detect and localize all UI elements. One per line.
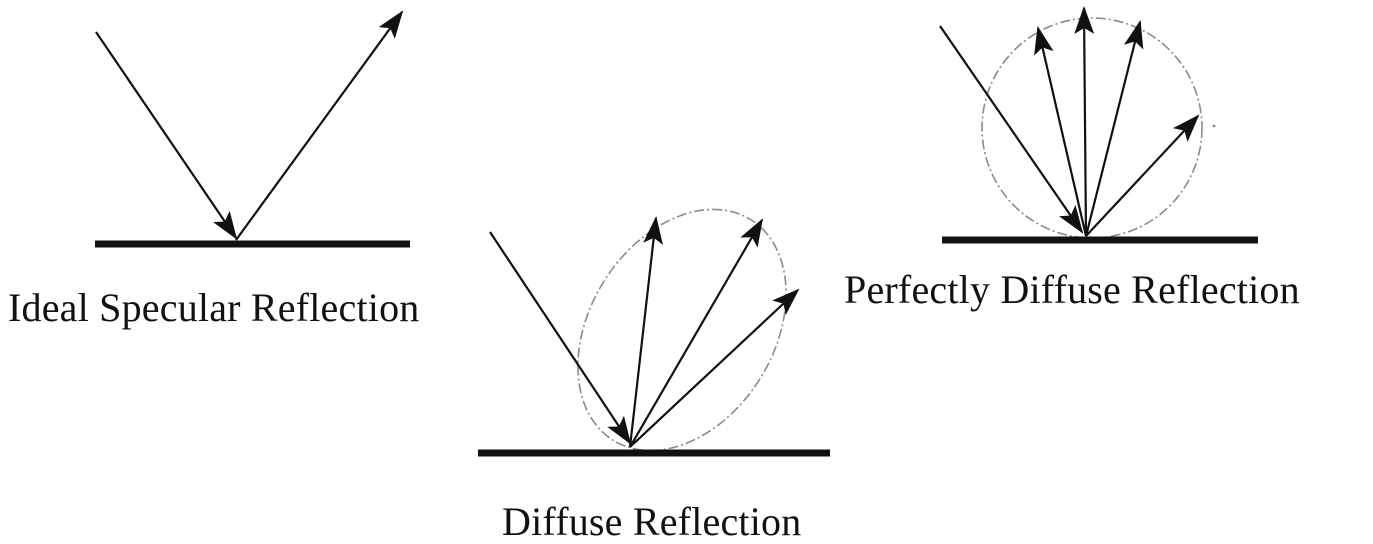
scan-speck	[1212, 124, 1216, 128]
perfectly-diffuse-reflection-caption: Perfectly Diffuse Reflection	[844, 267, 1300, 312]
diffuse-incident-ray	[489, 231, 632, 445]
specular-reflection-caption: Ideal Specular Reflection	[8, 285, 420, 330]
perfect-diffuse-incident-ray	[939, 25, 1084, 234]
diffuse-reflected-ray	[629, 288, 800, 448]
perfect-diffuse-reflected-ray	[1084, 20, 1144, 237]
diffuse-lobe	[577, 208, 787, 452]
perfect-diffuse-reflected-ray	[1085, 114, 1200, 237]
diffuse-reflection-group	[478, 208, 830, 457]
specular-reflection-group	[95, 10, 410, 248]
specular-reflected-ray	[235, 10, 404, 241]
perfect-diffuse-reflected-ray	[1034, 26, 1088, 237]
diffuse-reflected-ray	[629, 218, 764, 448]
diffuse-reflected-ray	[628, 216, 664, 448]
diffuse-reflection-caption: Diffuse Reflection	[502, 499, 802, 544]
perfect-diffuse-reflected-ray	[1074, 6, 1095, 237]
perfect-diffuse-lobe	[981, 17, 1203, 239]
perfect-diffuse-reflection-group	[939, 6, 1258, 244]
specular-incident-ray	[95, 31, 238, 240]
